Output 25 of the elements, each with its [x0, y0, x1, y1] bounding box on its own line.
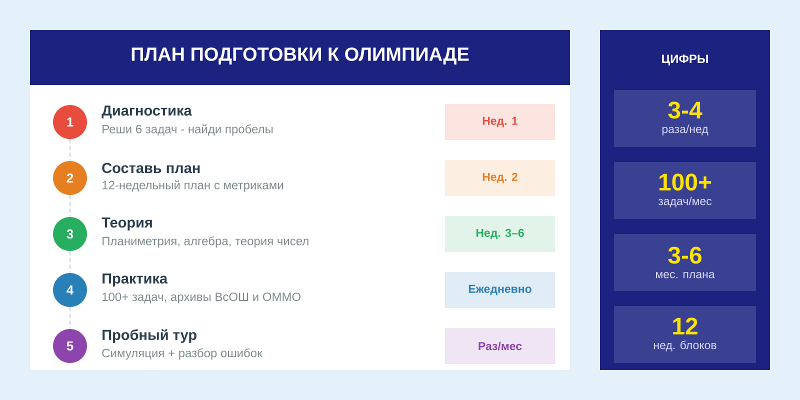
step-title: Пробный тур — [102, 329, 196, 343]
schedule-tag: Нед. 3–6 — [445, 216, 555, 252]
connector-line — [69, 307, 71, 329]
step-description: 12-недельный план с метриками — [102, 180, 283, 192]
step-description: Планиметрия, алгебра, теория чисел — [102, 236, 308, 248]
connector-line — [69, 251, 71, 273]
schedule-tag: Нед. 1 — [445, 104, 555, 140]
step-title: Составь план — [102, 162, 200, 174]
schedule-tag: Раз/мес — [445, 328, 555, 364]
stat-box: 3-4 раза/нед — [614, 90, 756, 147]
panel-heading: ЦИФРЫ — [662, 54, 708, 66]
stat-box: 100+ задач/мес — [614, 162, 756, 219]
step-description: Симуляция + разбор ошибок — [102, 348, 262, 360]
step-title: Практика — [102, 274, 168, 286]
step-description: 100+ задач, архивы ВсОШ и ОММО — [102, 292, 300, 304]
connector-line — [69, 195, 71, 217]
step-description: Реши 6 задач - найди пробелы — [102, 124, 273, 136]
schedule-tag: Нед. 2 — [445, 160, 555, 196]
stat-box: 3-6 мес. плана — [614, 234, 756, 291]
step-title: Диагностика — [102, 106, 192, 118]
step-title: Теория — [102, 218, 152, 230]
schedule-tag: Ежедневно — [445, 272, 555, 308]
stat-box: 12 нед. блоков — [614, 306, 756, 363]
connector-line — [69, 139, 71, 161]
card-title: ПЛАН ПОДГОТОВКИ К ОЛИМПИАДЕ — [132, 47, 469, 65]
